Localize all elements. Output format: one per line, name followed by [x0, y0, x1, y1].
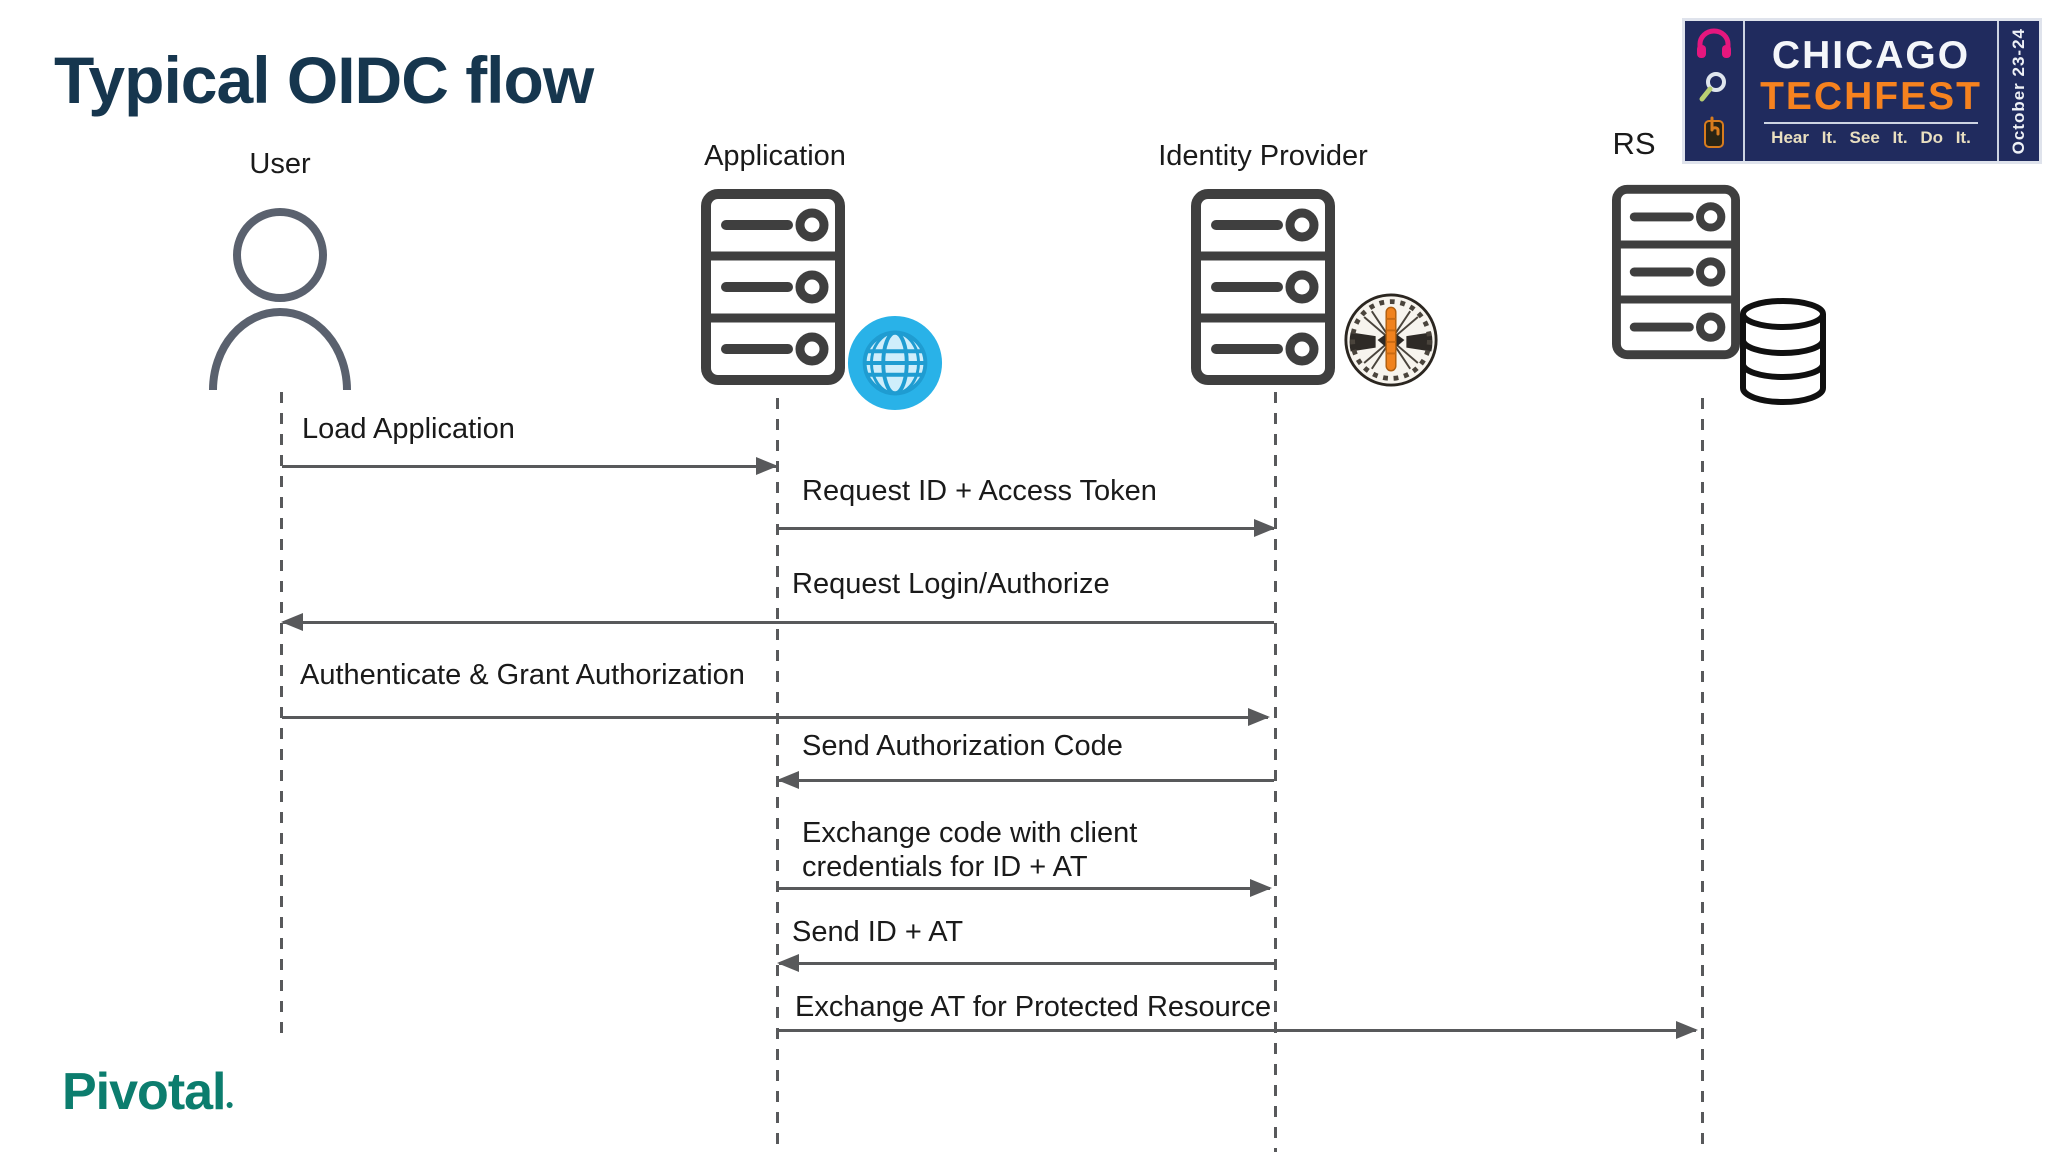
badge-date: October 23-24 — [2009, 27, 2028, 155]
message-arrow-exchange-code — [779, 879, 1272, 897]
message-label-exchange-code: Exchange code with client credentials fo… — [802, 817, 1138, 883]
message-label-request-id-access-token: Request ID + Access Token — [802, 475, 1157, 507]
lifeline-rs — [1701, 398, 1704, 1152]
techfest-badge-date-column: October 23-24 — [1997, 21, 2039, 161]
person-icon — [209, 208, 351, 391]
badge-line1: CHICAGO — [1771, 33, 1971, 77]
pivotal-logo: Pivotal● — [62, 1062, 235, 1122]
message-arrow-load-application — [282, 457, 778, 475]
identity-provider-server-icon — [1191, 189, 1335, 385]
headphones-icon — [1695, 28, 1733, 65]
message-arrow-send-authorization-code — [777, 771, 1274, 789]
pivotal-logo-text: Pivotal — [62, 1063, 226, 1121]
message-label-send-id-at: Send ID + AT — [792, 916, 964, 948]
message-label-authenticate-grant-authorization: Authenticate & Grant Authorization — [300, 659, 745, 691]
badge-divider — [1763, 121, 1979, 124]
badge-line2: TECHFEST — [1760, 74, 1982, 118]
lifeline-identity-provider — [1274, 392, 1277, 1152]
page-title: Typical OIDC flow — [54, 43, 594, 117]
lifeline-user — [280, 392, 283, 1035]
message-label-load-application: Load Application — [302, 413, 515, 445]
actor-label-application: Application — [704, 140, 846, 172]
database-icon — [1740, 298, 1826, 405]
message-arrow-authenticate-grant-authorization — [282, 708, 1270, 726]
message-arrow-send-id-at — [777, 954, 1274, 972]
application-server-icon — [701, 189, 845, 385]
techfest-badge-icon-column — [1685, 21, 1745, 161]
message-label-request-login-authorize: Request Login/Authorize — [792, 568, 1110, 600]
message-arrow-exchange-at — [779, 1021, 1698, 1039]
message-label-exchange-at: Exchange AT for Protected Resource — [795, 991, 1272, 1023]
actor-label-identity-provider: Identity Provider — [1158, 140, 1368, 172]
identity-provider-seal-icon — [1344, 293, 1438, 387]
actor-label-user: User — [249, 148, 311, 180]
message-label-send-authorization-code: Send Authorization Code — [802, 730, 1123, 762]
techfest-badge: CHICAGO TECHFEST Hear It. See It. Do It.… — [1682, 18, 2042, 164]
message-arrow-request-login-authorize — [281, 613, 1274, 631]
rs-server-icon — [1612, 184, 1740, 360]
badge-tagline: Hear It. See It. Do It. — [1771, 127, 1971, 147]
magnifier-icon — [1698, 71, 1730, 108]
globe-icon — [847, 315, 943, 411]
techfest-badge-text: CHICAGO TECHFEST Hear It. See It. Do It. — [1745, 21, 1997, 161]
pivotal-trademark-dot: ● — [225, 1096, 235, 1112]
actor-label-rs: RS — [1612, 126, 1656, 161]
message-arrow-request-id-access-token — [779, 519, 1276, 537]
touch-icon — [1699, 115, 1729, 154]
